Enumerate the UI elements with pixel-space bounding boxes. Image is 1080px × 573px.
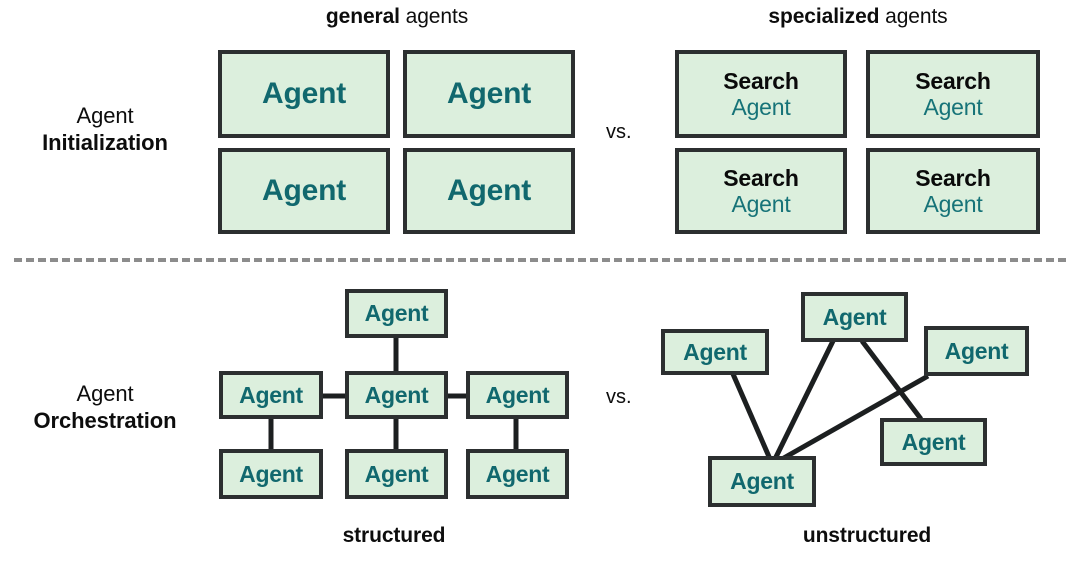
- structured-node-bottom-right[interactable]: Agent: [466, 449, 569, 499]
- agent-label: Agent: [901, 428, 966, 455]
- general-agent-box-1[interactable]: Agent: [218, 50, 390, 138]
- row-label-orchestration-top: Agent: [76, 381, 134, 406]
- structured-node-mid-right[interactable]: Agent: [466, 371, 569, 419]
- vs-label-orchestration: vs.: [606, 386, 632, 409]
- vs-text: vs.: [606, 386, 632, 408]
- agent-label: Agent: [364, 460, 429, 487]
- vs-text: vs.: [606, 121, 632, 143]
- caption-unstructured-text: unstructured: [802, 524, 932, 547]
- caption-unstructured: unstructured: [742, 524, 992, 548]
- specialized-agent-box-1[interactable]: Search Agent: [675, 50, 847, 138]
- specialized-agent-role: Search: [723, 68, 799, 95]
- agent-label: Agent: [447, 174, 531, 208]
- specialized-agent-box-3[interactable]: Search Agent: [675, 148, 847, 234]
- agent-label: Agent: [730, 468, 794, 495]
- caption-structured-text: structured: [342, 524, 446, 547]
- specialized-agent-role: Search: [723, 165, 799, 192]
- specialized-agent-role: Search: [915, 68, 991, 95]
- edge-top-to-bottom: [772, 339, 836, 461]
- general-agent-box-4[interactable]: Agent: [403, 148, 575, 234]
- specialized-agent-box-4[interactable]: Search Agent: [866, 148, 1040, 234]
- section-divider: [14, 258, 1066, 262]
- specialized-agent-role: Search: [915, 165, 991, 192]
- unstructured-node-right[interactable]: Agent: [924, 326, 1029, 376]
- caption-structured: structured: [274, 524, 514, 548]
- specialized-agent-box-2[interactable]: Search Agent: [866, 50, 1040, 138]
- structured-node-top[interactable]: Agent: [345, 289, 448, 338]
- structured-node-bottom-center[interactable]: Agent: [345, 449, 448, 499]
- agent-label: Agent: [683, 338, 747, 365]
- row-label-initialization-bottom: Initialization: [42, 129, 168, 155]
- agent-label: Agent: [364, 300, 429, 327]
- column-heading-general-rest: agents: [399, 5, 469, 28]
- structured-node-bottom-left[interactable]: Agent: [219, 449, 323, 499]
- general-agent-box-2[interactable]: Agent: [403, 50, 575, 138]
- row-label-orchestration: Agent Orchestration: [5, 381, 205, 435]
- agent-label: Agent: [262, 77, 346, 111]
- unstructured-node-top[interactable]: Agent: [801, 292, 908, 342]
- agent-label: Agent: [262, 174, 346, 208]
- agent-label: Agent: [239, 381, 303, 408]
- agent-label: Agent: [239, 460, 303, 487]
- vs-label-initialization: vs.: [606, 121, 632, 144]
- column-heading-specialized: specialized agents: [675, 5, 1041, 29]
- agent-label: Agent: [485, 460, 550, 487]
- agent-label: Agent: [822, 303, 887, 330]
- column-heading-specialized-emphasis: specialized: [768, 5, 880, 28]
- unstructured-node-bottom[interactable]: Agent: [708, 456, 816, 507]
- edge-left-to-bottom: [730, 373, 773, 460]
- specialized-agent-kind: Agent: [731, 190, 791, 217]
- specialized-agent-kind: Agent: [923, 93, 983, 120]
- agent-label: Agent: [364, 381, 429, 408]
- agent-label: Agent: [447, 77, 531, 111]
- general-agent-box-3[interactable]: Agent: [218, 148, 390, 234]
- column-heading-specialized-rest: agents: [879, 5, 948, 28]
- column-heading-general: general agents: [218, 5, 576, 29]
- row-label-initialization: Agent Initialization: [5, 103, 205, 157]
- agent-label: Agent: [485, 381, 550, 408]
- unstructured-node-mid-right[interactable]: Agent: [880, 418, 987, 466]
- edge-top-to-midright: [860, 339, 923, 421]
- specialized-agent-kind: Agent: [731, 93, 791, 120]
- agent-label: Agent: [944, 337, 1009, 364]
- structured-node-mid-left[interactable]: Agent: [219, 371, 323, 419]
- unstructured-node-left[interactable]: Agent: [661, 329, 769, 375]
- structured-node-mid-center[interactable]: Agent: [345, 371, 448, 419]
- row-label-initialization-top: Agent: [76, 103, 134, 128]
- column-heading-general-emphasis: general: [325, 5, 400, 28]
- specialized-agent-kind: Agent: [923, 190, 983, 217]
- row-label-orchestration-bottom: Orchestration: [33, 407, 177, 433]
